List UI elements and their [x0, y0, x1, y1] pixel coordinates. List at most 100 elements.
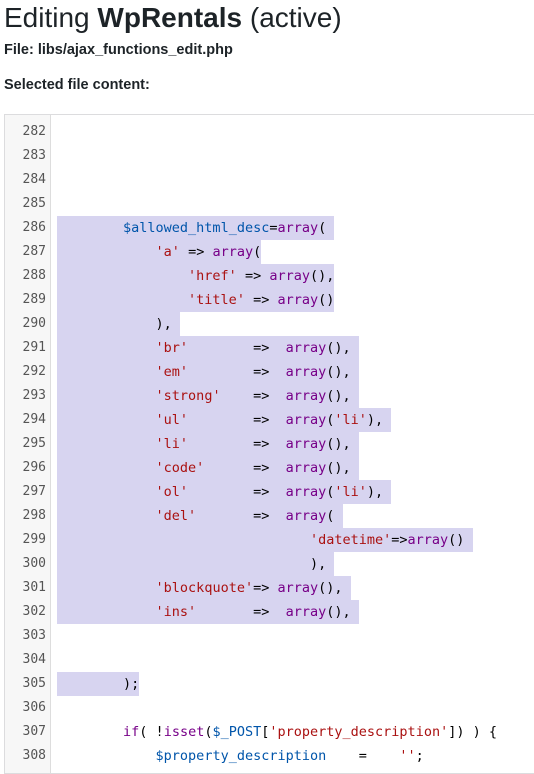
code-token: (),: [326, 364, 359, 380]
code-token: (),: [326, 436, 359, 452]
selected-code-text: 'li' => array(),: [57, 432, 359, 456]
code-line[interactable]: 296 'code' => array(),: [5, 456, 534, 480]
code-token: array: [212, 244, 254, 260]
line-number: 293: [22, 388, 46, 403]
selected-code-text: 'code' => array(),: [57, 456, 359, 480]
code-token: ;: [415, 748, 424, 764]
code-line[interactable]: 298 'del' => array(: [5, 504, 534, 528]
selected-code-text: );: [57, 672, 140, 696]
selected-code-text: 'ins' => array(),: [57, 600, 359, 624]
code-line[interactable]: 308 $property_description = '';: [5, 744, 534, 768]
page-title: Editing WpRentals (active): [4, 0, 342, 36]
code-line[interactable]: 290 ),: [5, 312, 534, 336]
code-token: [58, 532, 310, 548]
code-token: =>: [253, 580, 278, 596]
code-token: [58, 388, 156, 404]
code-token: =>: [188, 340, 286, 356]
line-number: 285: [22, 196, 46, 211]
line-number: 294: [22, 412, 46, 427]
selected-code-text: 'strong' => array(),: [57, 384, 359, 408]
line-number: 284: [22, 172, 46, 187]
selected-code-text: 'blockquote'=> array(),: [57, 576, 351, 600]
code-token: array: [285, 436, 327, 452]
code-line[interactable]: 282: [5, 120, 534, 144]
code-line[interactable]: 306: [5, 696, 534, 720]
code-token: 'ol': [155, 484, 189, 500]
code-line[interactable]: 289 'title' => array(): [5, 288, 534, 312]
code-line[interactable]: 297 'ol' => array('li'),: [5, 480, 534, 504]
code-line[interactable]: 286 $allowed_html_desc=array(: [5, 216, 534, 240]
code-token: array: [285, 388, 327, 404]
code-token: =>: [244, 292, 278, 308]
code-editor[interactable]: 282 283 284 285 286 $allowed_html_desc=array…: [4, 114, 534, 774]
code-token: array: [285, 484, 327, 500]
code-line[interactable]: 307 if( !isset($_POST['property_descript…: [5, 720, 534, 744]
code-token: [58, 580, 156, 596]
code-token: (): [448, 532, 473, 548]
code-line[interactable]: 300 ),: [5, 552, 534, 576]
code-lines[interactable]: 282 283 284 285 286 $allowed_html_desc=array…: [5, 120, 534, 768]
code-line[interactable]: 304: [5, 648, 534, 672]
code-token: array: [277, 580, 319, 596]
selected-file-content-label: Selected file content:: [4, 77, 150, 93]
plugin-name: WpRentals: [97, 2, 243, 33]
code-token: array: [277, 292, 319, 308]
code-token: array: [285, 412, 327, 428]
code-token: 'href': [188, 268, 237, 284]
code-token: (: [326, 484, 335, 500]
line-number: 291: [22, 340, 46, 355]
code-line[interactable]: 299 'datetime'=>array(): [5, 528, 534, 552]
code-token: array: [407, 532, 449, 548]
code-token: ),: [58, 316, 180, 332]
selected-code-text: ),: [57, 312, 180, 336]
line-number: 302: [22, 604, 46, 619]
code-token: [58, 508, 156, 524]
code-token: =>: [179, 244, 213, 260]
line-number: 282: [22, 124, 46, 139]
code-token: 'blockquote': [155, 580, 254, 596]
code-line[interactable]: 293 'strong' => array(),: [5, 384, 534, 408]
code-token: '': [399, 748, 416, 764]
code-token: 'title': [188, 292, 245, 308]
code-token: $allowed_html_desc: [123, 220, 270, 236]
code-line[interactable]: 301 'blockquote'=> array(),: [5, 576, 534, 600]
code-line[interactable]: 303: [5, 624, 534, 648]
code-line[interactable]: 288 'href' => array(),: [5, 264, 534, 288]
code-token: );: [58, 676, 140, 692]
line-number: 296: [22, 460, 46, 475]
code-line[interactable]: 302 'ins' => array(),: [5, 600, 534, 624]
code-line[interactable]: 284: [5, 168, 534, 192]
code-token: [58, 748, 156, 764]
line-number: 298: [22, 508, 46, 523]
code-token: 'del': [155, 508, 197, 524]
code-token: 'a': [155, 244, 180, 260]
selected-code-text: $allowed_html_desc=array(: [57, 216, 335, 240]
code-token: =>: [188, 364, 286, 380]
code-token: [58, 268, 188, 284]
code-token: 'br': [155, 340, 189, 356]
code-text: $property_description = '';: [57, 744, 424, 768]
code-token: ),: [366, 412, 392, 428]
code-line[interactable]: 292 'em' => array(),: [5, 360, 534, 384]
selected-code-text: 'del' => array(: [57, 504, 343, 528]
code-token: [58, 412, 156, 428]
code-line[interactable]: 305 );: [5, 672, 534, 696]
selected-code-text: ),: [57, 552, 335, 576]
code-token: [58, 340, 156, 356]
line-number: 308: [22, 748, 46, 763]
line-number-gutter: [5, 115, 51, 773]
code-token: array: [285, 460, 327, 476]
code-token: ),: [58, 556, 335, 572]
code-token: ]) ) {: [448, 724, 497, 740]
selected-code-text: 'a' => array(: [57, 240, 262, 264]
code-token: [58, 364, 156, 380]
code-line[interactable]: 294 'ul' => array('li'),: [5, 408, 534, 432]
code-line[interactable]: 283: [5, 144, 534, 168]
selected-code-text: 'ul' => array('li'),: [57, 408, 392, 432]
code-line[interactable]: 285: [5, 192, 534, 216]
code-token: (: [253, 244, 262, 260]
code-line[interactable]: 287 'a' => array(: [5, 240, 534, 264]
code-line[interactable]: 295 'li' => array(),: [5, 432, 534, 456]
code-line[interactable]: 291 'br' => array(),: [5, 336, 534, 360]
code-token: 'ins': [155, 604, 197, 620]
